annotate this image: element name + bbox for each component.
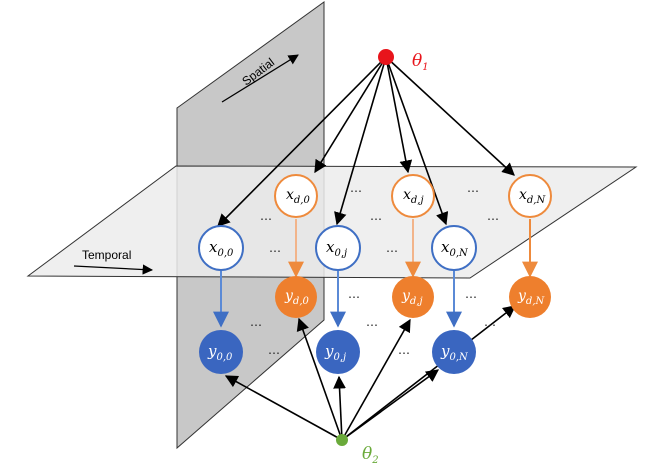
edge-theta2-ydN bbox=[341, 305, 517, 441]
svg-text:y0,N: y0,N bbox=[440, 342, 469, 363]
temporal-arrow bbox=[73, 264, 154, 275]
edge-theta1-xdj bbox=[385, 56, 413, 174]
svg-text:x0,j: x0,j bbox=[326, 238, 347, 259]
edge-theta2-y0j bbox=[333, 375, 346, 441]
x-to-y-edges bbox=[213, 219, 538, 328]
theta2-edges bbox=[224, 305, 517, 441]
ellipsis-row-lower-2: … bbox=[366, 315, 378, 329]
svg-text:x0,0: x0,0 bbox=[209, 238, 234, 259]
node-x0j: x0,j bbox=[315, 225, 361, 271]
node-y0N: y0,N bbox=[432, 330, 476, 374]
node-x0N: x0,N bbox=[431, 225, 477, 271]
svg-text:xd,j: xd,j bbox=[403, 187, 424, 206]
ellipsis-row-lower-3: … bbox=[484, 315, 496, 329]
node-yd0: yd,0 bbox=[275, 276, 317, 318]
spatial-arrow bbox=[221, 54, 299, 103]
node-xd0: xd,0 bbox=[274, 174, 318, 218]
ellipsis-row-lower-1: … bbox=[250, 315, 262, 329]
svg-text:y0,0: y0,0 bbox=[207, 342, 233, 363]
theta2-node bbox=[336, 434, 348, 446]
ellipsis-row-yd-2: … bbox=[465, 287, 477, 301]
theta1-node bbox=[378, 49, 394, 65]
edge-theta2-ydj bbox=[341, 318, 411, 441]
theta2-label: θ2 bbox=[362, 444, 379, 466]
svg-text:y0,j: y0,j bbox=[324, 342, 346, 363]
node-xdN: xd,N bbox=[508, 174, 552, 218]
ellipsis-mid-1: … bbox=[260, 209, 272, 223]
ellipsis-mid-2: … bbox=[370, 209, 382, 223]
temporal-plane bbox=[26, 165, 638, 279]
svg-text:yd,j: yd,j bbox=[401, 288, 423, 307]
temporal-label: Temporal bbox=[82, 248, 131, 262]
ellipsis-row-x-1: … bbox=[269, 241, 281, 255]
ellipsis-row-y0-1: … bbox=[268, 343, 280, 357]
node-xdj: xd,j bbox=[391, 174, 435, 218]
edge-theta1-xdN bbox=[385, 56, 515, 176]
ellipsis-row-y0-2: … bbox=[398, 343, 410, 357]
node-ydN: yd,N bbox=[509, 276, 551, 318]
svg-text:x0,N: x0,N bbox=[441, 238, 469, 259]
theta1-label: θ1 bbox=[412, 51, 429, 73]
theta1-edges bbox=[217, 56, 515, 227]
edge-theta1-xd0 bbox=[314, 56, 387, 174]
edge-theta1-x0N bbox=[385, 56, 449, 226]
node-x00: x0,0 bbox=[198, 225, 244, 271]
ellipsis-row-yd-1: … bbox=[348, 287, 360, 301]
ellipsis-group: … … … … … … … … … … … … … … bbox=[250, 181, 499, 357]
svg-text:xd,N: xd,N bbox=[519, 187, 546, 206]
ellipsis-row-x-2: … bbox=[386, 241, 398, 255]
node-y00: y0,0 bbox=[199, 330, 243, 374]
svg-text:yd,0: yd,0 bbox=[284, 288, 310, 307]
ellipsis-mid-3: … bbox=[487, 209, 499, 223]
edge-theta2-y00 bbox=[224, 375, 343, 441]
ellipsis-top-1: … bbox=[350, 181, 362, 195]
svg-text:yd,N: yd,N bbox=[517, 288, 546, 307]
edge-theta1-x00 bbox=[217, 56, 387, 227]
svg-text:xd,0: xd,0 bbox=[286, 187, 310, 206]
node-y0j: y0,j bbox=[316, 330, 360, 374]
edge-theta2-yd0 bbox=[296, 317, 343, 441]
ellipsis-top-2: … bbox=[467, 181, 479, 195]
node-ydj: yd,j bbox=[392, 276, 434, 318]
edge-theta1-x0j bbox=[334, 56, 387, 226]
